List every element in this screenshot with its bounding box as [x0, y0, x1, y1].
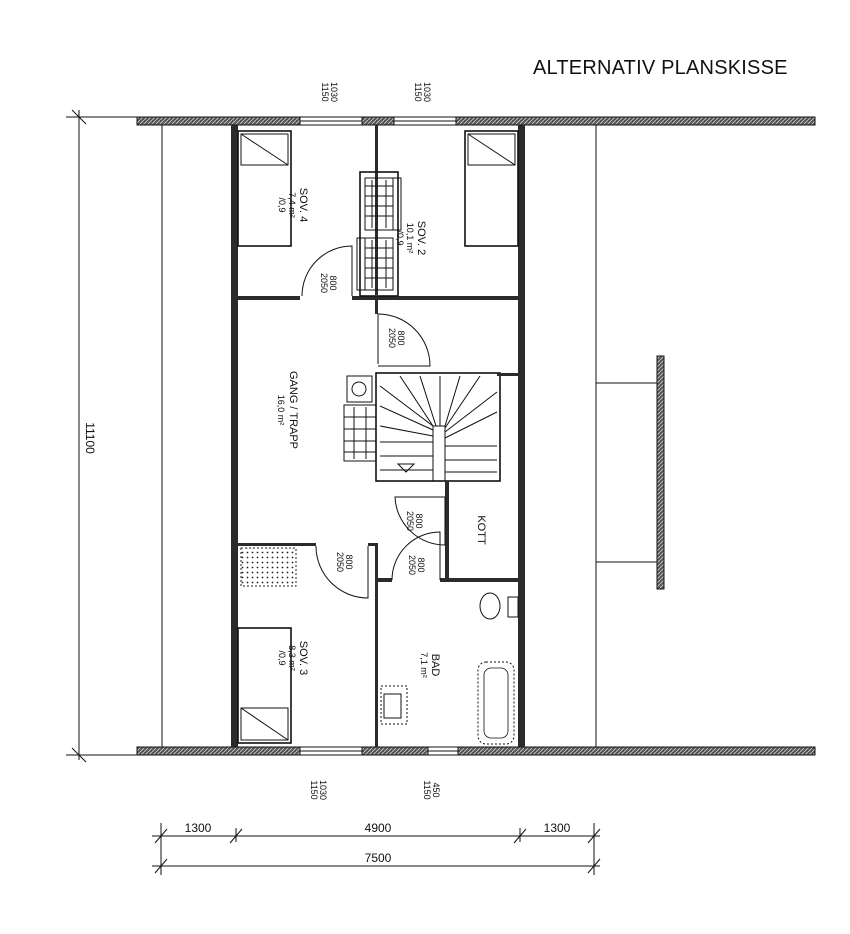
svg-text:1150: 1150	[309, 780, 319, 799]
room-label-sov2: SOV. 2 10,1 m² /0,9	[395, 221, 427, 255]
wall-top-mid	[361, 116, 395, 126]
svg-text:800: 800	[328, 275, 338, 290]
svg-text:1030: 1030	[318, 780, 328, 800]
svg-text:1030: 1030	[422, 82, 432, 102]
svg-text:450: 450	[431, 782, 441, 797]
svg-text:KOTT: KOTT	[475, 515, 487, 545]
svg-text:16,0 m²: 16,0 m²	[276, 395, 286, 426]
room-label-bad: BAD 7,1 m²	[419, 652, 441, 678]
svg-text:1150: 1150	[413, 82, 423, 101]
svg-text:/0,9: /0,9	[277, 650, 287, 665]
wall-bottom-right	[457, 746, 816, 756]
door-sov2	[377, 313, 431, 367]
dim-seg-right: 1300	[544, 821, 571, 835]
wall-bottom-left	[136, 746, 301, 756]
dim-height-total: 11100	[83, 422, 97, 454]
room-label-kott: KOTT	[475, 515, 487, 545]
interior-walls	[231, 125, 525, 747]
window-label-bottom-left: 1030 1150	[309, 780, 328, 800]
svg-text:2050: 2050	[407, 555, 417, 575]
stair	[379, 375, 498, 481]
svg-text:800: 800	[416, 557, 426, 572]
door-bad	[391, 531, 441, 581]
bathtub	[477, 661, 515, 745]
window-top-left	[300, 116, 362, 126]
window-label-top-left: 1030 1150	[320, 82, 339, 102]
plan-title: ALTERNATIV PLANSKISSE	[533, 57, 788, 79]
svg-text:SOV. 4: SOV. 4	[297, 188, 309, 222]
dimension-vertical: 11100	[66, 109, 160, 763]
knee-walls	[161, 125, 665, 747]
toilet	[479, 592, 501, 620]
window-label-top-right: 1030 1150	[413, 82, 432, 102]
window-label-bottom-right: 450 1150	[422, 780, 441, 799]
svg-text:SOV. 3: SOV. 3	[297, 641, 309, 675]
svg-text:/0,9: /0,9	[277, 197, 287, 212]
door-label-sov4: 800 2050	[319, 273, 338, 293]
dormer-wall	[656, 355, 665, 590]
dim-seg-mid: 4900	[365, 821, 392, 835]
svg-text:2050: 2050	[335, 552, 345, 572]
room-label-sov4: SOV. 4 7,4 m² /0,9	[277, 188, 309, 222]
svg-text:1150: 1150	[320, 82, 330, 101]
wall-top-left	[136, 116, 301, 126]
svg-text:800: 800	[396, 330, 406, 345]
washer	[346, 375, 373, 403]
svg-text:800: 800	[414, 513, 424, 528]
exterior-walls	[136, 116, 816, 756]
svg-text:GANG / TRAPP: GANG / TRAPP	[287, 371, 299, 449]
svg-text:10,1 m²: 10,1 m²	[405, 223, 415, 254]
dim-seg-left: 1300	[185, 821, 212, 835]
sink	[380, 685, 408, 725]
svg-text:/0,9: /0,9	[395, 230, 405, 245]
room-label-gang: GANG / TRAPP 16,0 m²	[276, 371, 299, 449]
door-sov3	[315, 545, 369, 599]
bed-sov3	[237, 627, 292, 744]
svg-text:2050: 2050	[387, 328, 397, 348]
wardrobe-sov2	[364, 237, 394, 291]
svg-text:7,1 m²: 7,1 m²	[419, 652, 429, 678]
dimension-horizontal: 1300 4900 1300 7500	[152, 821, 601, 875]
svg-text:SOV. 2: SOV. 2	[415, 221, 427, 255]
room-label-sov3: SOV. 3 8,3 m² /0,9	[277, 641, 309, 675]
svg-text:1150: 1150	[422, 780, 432, 799]
window-bottom-right	[428, 746, 458, 756]
wall-bottom-mid	[361, 746, 429, 756]
svg-text:1030: 1030	[329, 82, 339, 102]
door-label-sov2: 800 2050	[387, 328, 406, 348]
svg-text:800: 800	[344, 554, 354, 569]
svg-text:8,3 m²: 8,3 m²	[287, 645, 297, 671]
window-top-right	[394, 116, 456, 126]
dim-width-total: 7500	[365, 851, 392, 865]
door-label-bad: 800 2050	[407, 555, 426, 575]
door-sov4	[301, 245, 353, 297]
door-label-kott: 800 2050	[405, 511, 424, 531]
svg-text:2050: 2050	[405, 511, 415, 531]
bed-sov2	[464, 130, 519, 247]
window-bottom-left	[300, 746, 362, 756]
svg-text:2050: 2050	[319, 273, 329, 293]
furniture	[237, 130, 519, 745]
svg-text:7,4 m²: 7,4 m²	[287, 192, 297, 218]
bed-sov4	[237, 130, 292, 247]
wardrobe-hall	[343, 404, 377, 462]
wall-top-right	[455, 116, 816, 126]
wardrobe-sov3	[240, 547, 297, 587]
svg-text:BAD: BAD	[429, 654, 441, 677]
door-label-sov3: 800 2050	[335, 552, 354, 572]
